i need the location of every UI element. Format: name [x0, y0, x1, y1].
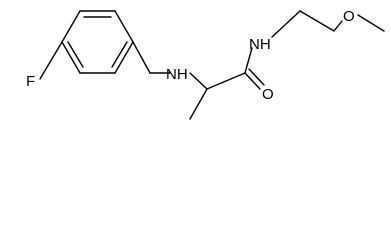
- ch2-o-bond: [333, 20, 343, 32]
- benzene-ring: [61, 10, 134, 74]
- calpha-carbonyl-bond: [206, 72, 246, 90]
- n-calpha-bond: [189, 72, 208, 90]
- amide-nh-label: NH: [249, 36, 271, 53]
- chemical-structure: F NH NH O O: [26, 8, 385, 120]
- ring-double-bond: [111, 41, 128, 68]
- carbonyl-bond: [248, 68, 265, 86]
- ether-oxygen-label: O: [343, 8, 355, 25]
- ring-bond: [61, 10, 81, 43]
- amine-nh-label: NH: [166, 66, 188, 83]
- carbonyl-oxygen-label: O: [262, 86, 274, 103]
- c-f-bond: [39, 41, 63, 80]
- ring-double-bond: [67, 41, 84, 68]
- n-ch2-bond: [271, 10, 301, 38]
- ring-bond: [114, 41, 134, 74]
- carbonyl-bond: [244, 72, 261, 90]
- ring-bond: [61, 41, 81, 74]
- ch2-ch2-bond: [299, 10, 335, 32]
- carbonyl-n-bond: [244, 47, 253, 74]
- aryl-ch2-bond: [132, 41, 151, 74]
- ring-bond: [114, 10, 134, 43]
- calpha-methyl-bond: [189, 88, 208, 120]
- o-methyl-bond: [357, 14, 385, 32]
- fluorine-atom-label: F: [26, 73, 35, 90]
